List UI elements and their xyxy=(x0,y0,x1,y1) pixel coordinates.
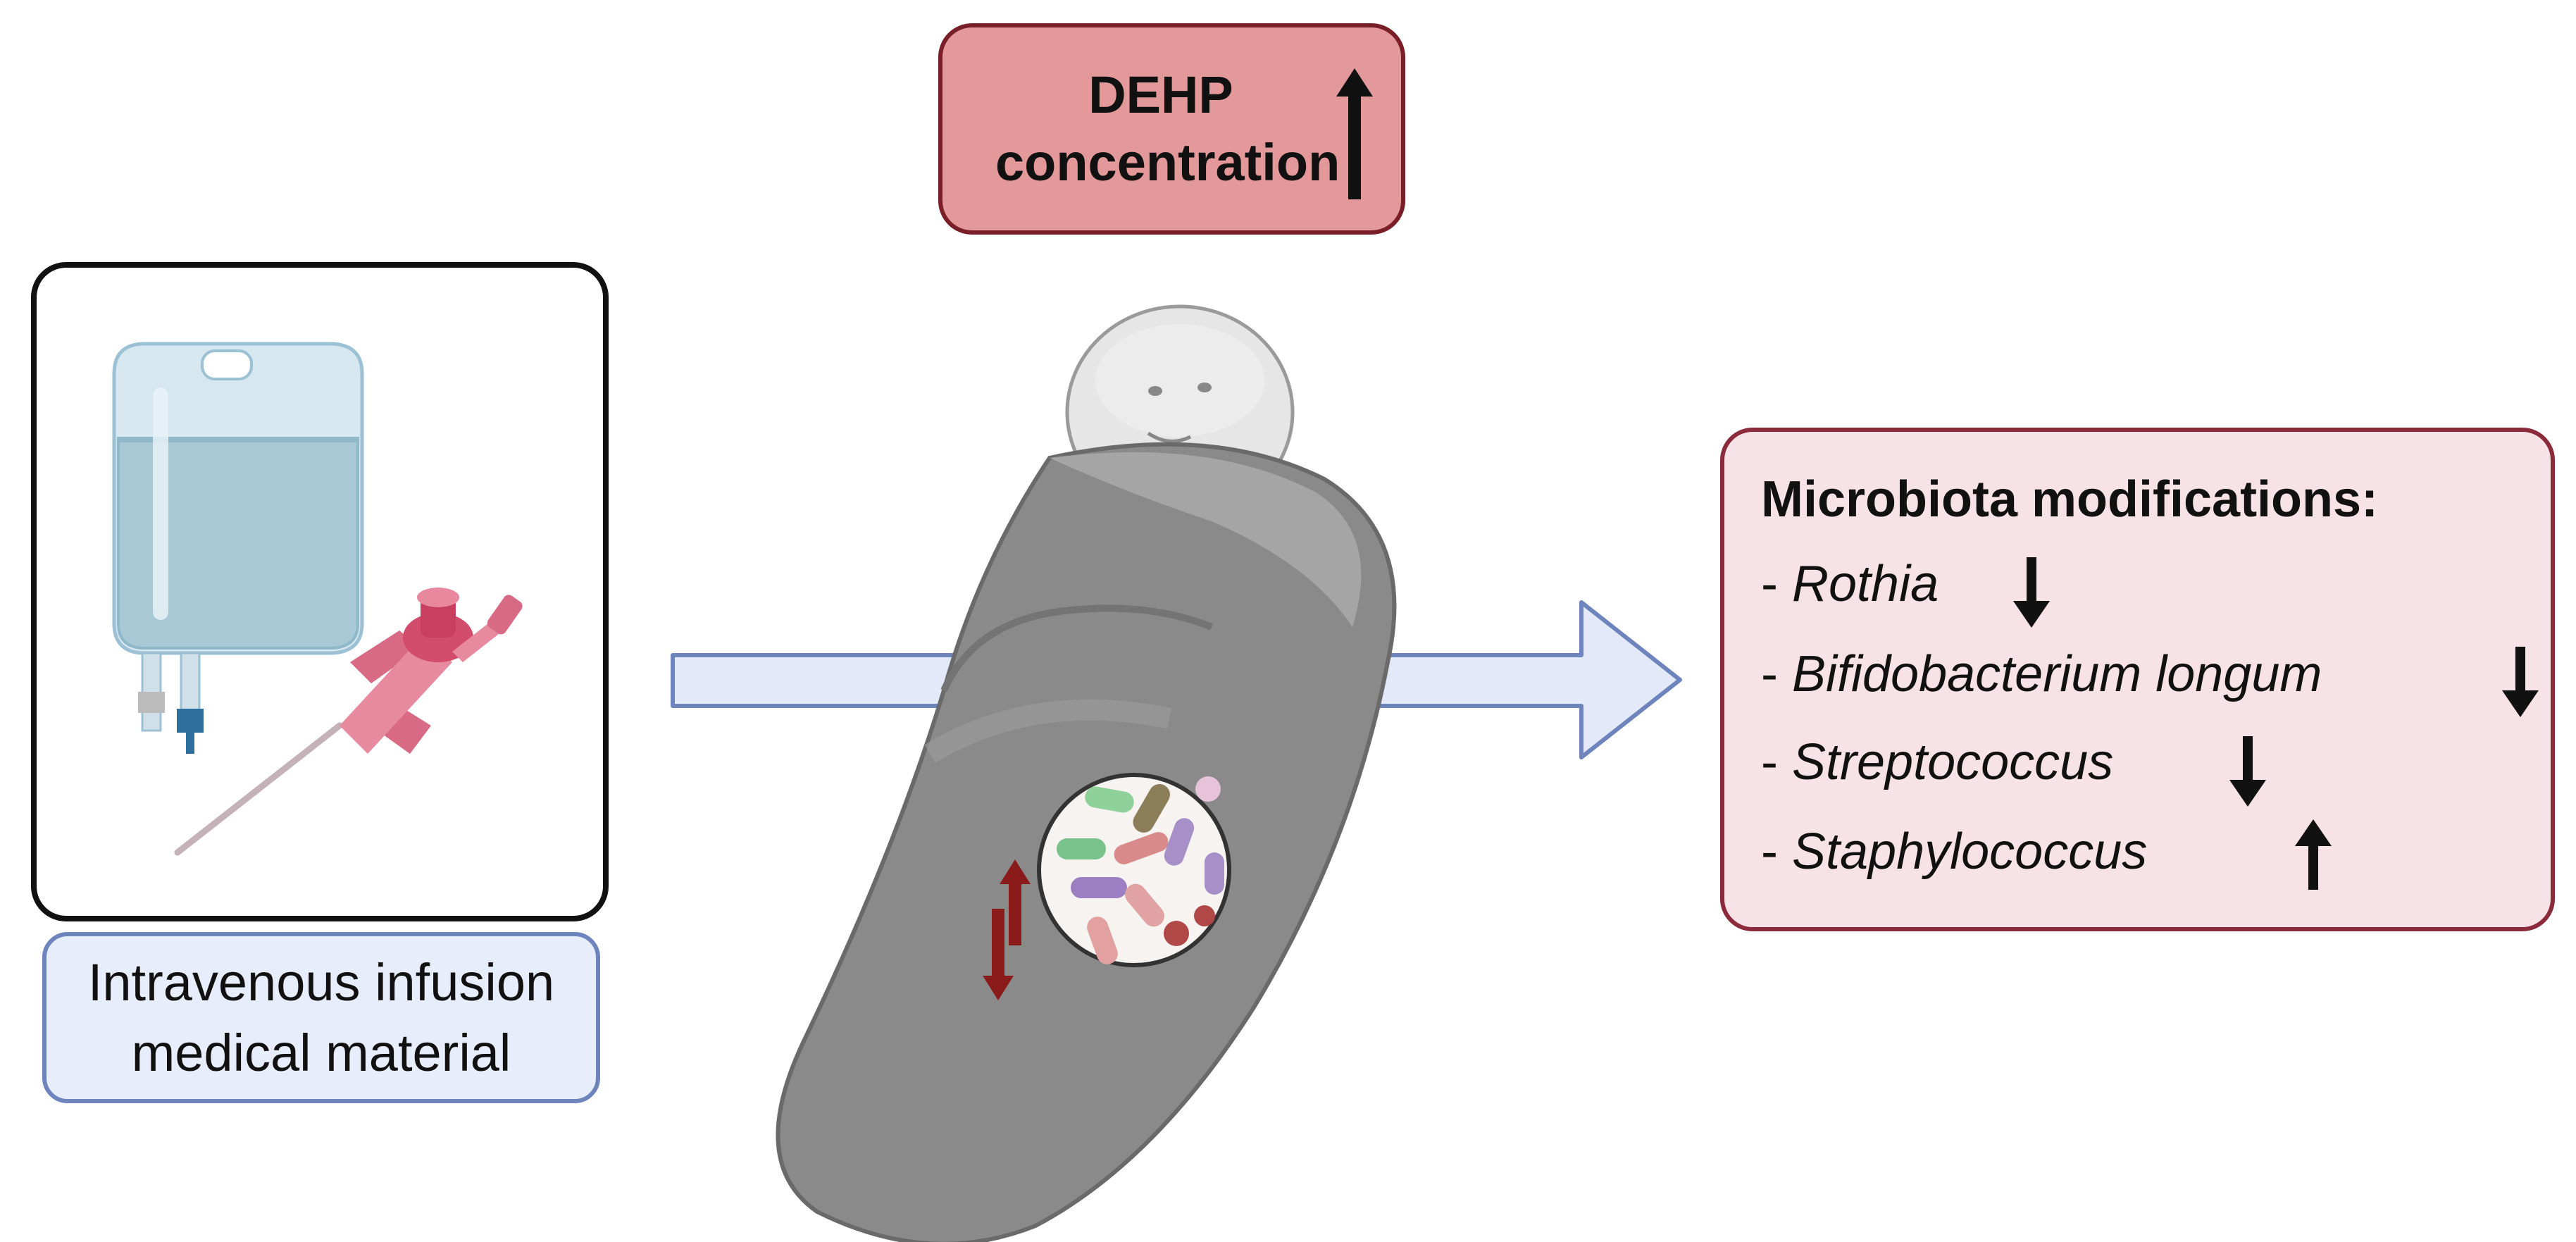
gut-microbiota-icon xyxy=(1037,773,1231,967)
iv-bag-illustration xyxy=(112,342,523,856)
material-label: Intravenous infusion medical material xyxy=(42,932,600,1103)
arrow-down-icon xyxy=(2229,736,2266,807)
arrow-up-icon xyxy=(1336,68,1373,199)
dehp-label: DEHP concentration xyxy=(995,61,1340,197)
iv-bag-icon xyxy=(112,342,364,754)
cannula-icon xyxy=(174,588,523,856)
dehp-line1: DEHP xyxy=(1088,66,1233,124)
list-item-streptococcus: - Streptococcus xyxy=(1761,734,2114,790)
infant-illustration xyxy=(776,304,1397,1242)
device-panel xyxy=(31,262,609,921)
arrow-down-icon xyxy=(2502,647,2539,717)
material-label-line2: medical material xyxy=(131,1023,511,1082)
list-item-bifidobacterium: - Bifidobacterium longum xyxy=(1761,646,2322,702)
microbiota-box: Microbiota modifications: - Rothia - Bif… xyxy=(1720,428,2555,931)
list-item-rothia: - Rothia xyxy=(1761,556,1939,612)
arrow-down-icon xyxy=(2013,557,2050,628)
dehp-line2: concentration xyxy=(995,133,1340,192)
dehp-concentration-box: DEHP concentration xyxy=(938,23,1405,235)
up-down-arrows-icon xyxy=(983,859,1031,1000)
list-item-staphylococcus: - Staphylococcus xyxy=(1761,824,2148,880)
arrow-up-icon xyxy=(2295,819,2332,890)
material-label-line1: Intravenous infusion xyxy=(87,952,555,1012)
microbiota-title: Microbiota modifications: xyxy=(1761,471,2379,528)
